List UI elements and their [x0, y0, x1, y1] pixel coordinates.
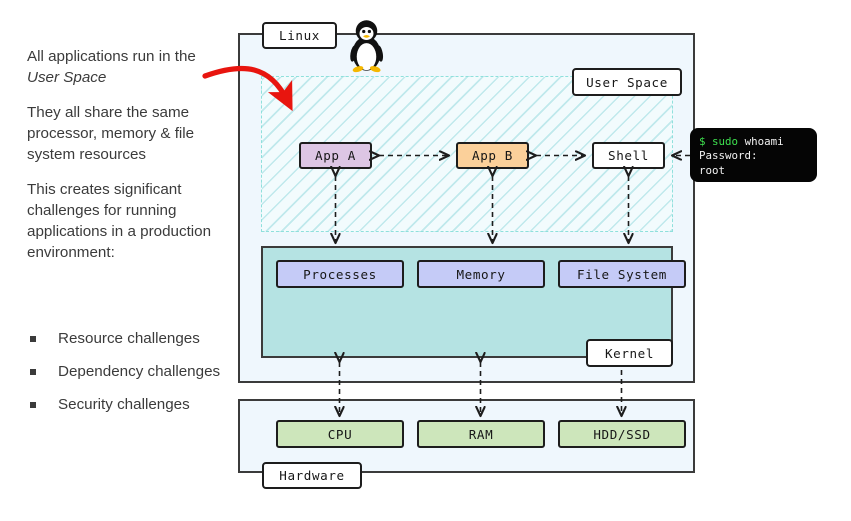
list-item-label: Security challenges [58, 395, 190, 413]
node-app-a: App A [299, 142, 372, 169]
label-user-space: User Space [572, 68, 682, 96]
node-file-system: File System [558, 260, 686, 288]
list-item-label: Resource challenges [58, 330, 200, 347]
paragraph-text: All applications run in the [27, 48, 196, 65]
terminal-line-output: root [699, 163, 726, 177]
node-ram: RAM [417, 420, 545, 448]
list-item-label: Dependency challenges [58, 362, 221, 380]
node-shell: Shell [592, 142, 665, 169]
node-processes: Processes [276, 260, 404, 288]
terminal-command-arg: whoami [744, 135, 784, 148]
terminal-prompt-symbol: $ [699, 135, 706, 148]
explanatory-text: All applications run in the User Space T… [27, 47, 232, 278]
paragraph-user-space: All applications run in the User Space [27, 47, 232, 89]
terminal-line-password: Password: [699, 149, 758, 163]
list-item: Security challenges [27, 395, 237, 415]
label-kernel: Kernel [586, 339, 673, 367]
bullet-square-icon [30, 336, 36, 342]
node-memory: Memory [417, 260, 545, 288]
emphasis-user-space: User Space [27, 68, 107, 86]
node-hdd-ssd: HDD/SSD [558, 420, 686, 448]
challenges-list: Resource challenges Dependency challenge… [27, 329, 237, 427]
terminal-line-command: $ sudo whoami [699, 135, 817, 149]
terminal-command-sudo: sudo [712, 135, 739, 148]
paragraph-challenges-intro: This creates significant challenges for … [27, 180, 212, 261]
paragraph-shared-resources: They all share the same processor, memor… [27, 103, 195, 163]
terminal-window[interactable]: $ sudo whoami Password: root [690, 128, 817, 182]
list-item: Dependency challenges [27, 362, 237, 382]
label-hardware: Hardware [262, 462, 362, 489]
node-app-b: App B [456, 142, 529, 169]
bullet-square-icon [30, 368, 36, 375]
node-cpu: CPU [276, 420, 404, 448]
label-linux: Linux [262, 22, 337, 49]
list-item: Resource challenges [27, 329, 237, 349]
bullet-square-icon [30, 401, 36, 408]
